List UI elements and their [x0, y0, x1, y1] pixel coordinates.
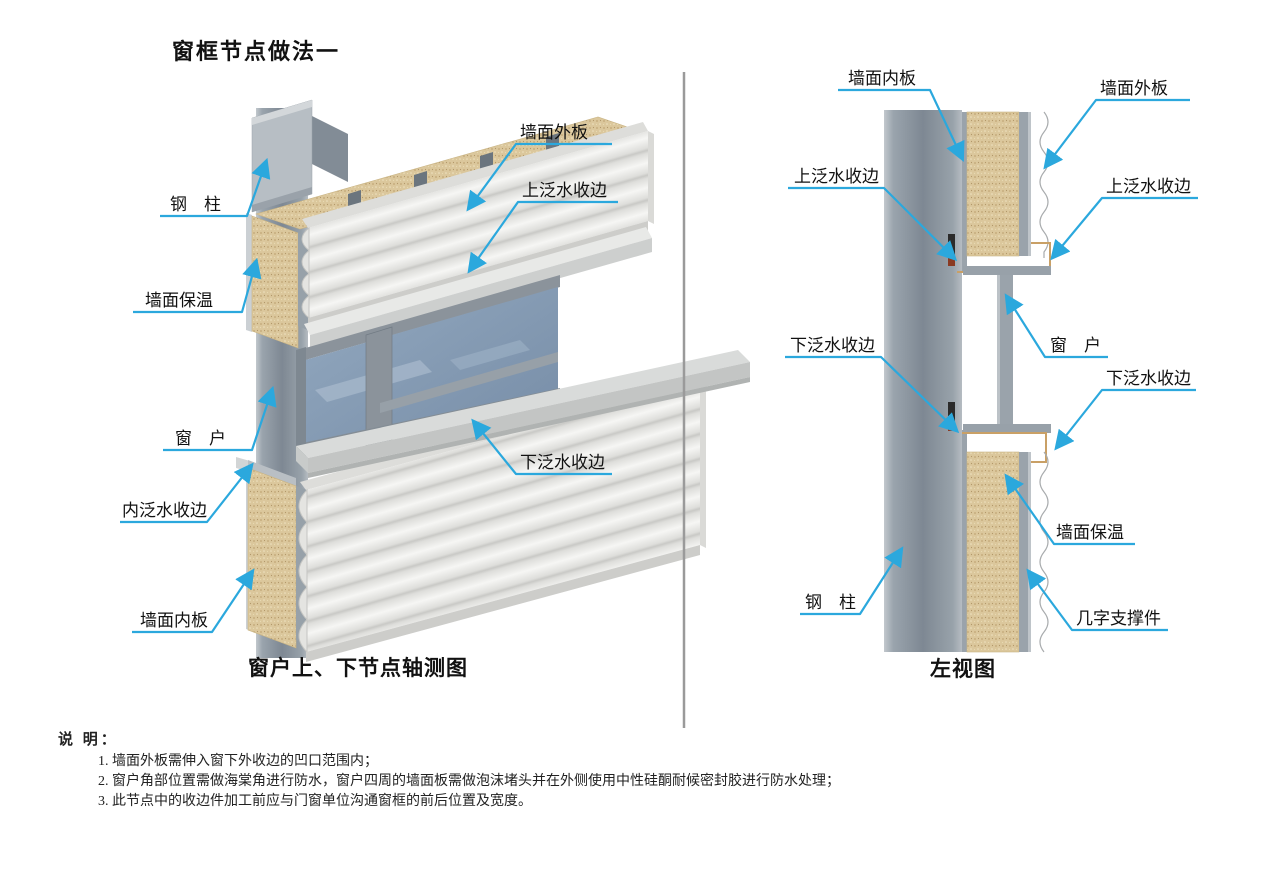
- upper-flashing-3d: [304, 227, 652, 349]
- label-upper-flashing-left: 上泛水收边: [794, 167, 879, 186]
- corrugation-profile: [301, 226, 310, 320]
- label-inner-flashing: 内泛水收边: [122, 501, 207, 520]
- left-leader-lines: [120, 142, 618, 634]
- corrugated-face: [306, 383, 700, 652]
- label-steel-column: 钢 柱: [170, 195, 221, 214]
- caption-side-view: 左视图: [930, 657, 996, 681]
- glass-reflection: [450, 340, 530, 370]
- sill-front: [308, 362, 750, 473]
- side-section-view: 墙面内板 墙面外板 上泛水收边 上泛水收边 下泛水收边 窗 户 下泛水收边 墙面…: [785, 69, 1198, 653]
- flashing-sheet: [304, 227, 652, 335]
- sill-top: [296, 350, 750, 458]
- note-item: 2. 窗户角部位置需做海棠角进行防水，窗户四周的墙面板需做泡沫堵头并在外侧使用中…: [98, 774, 840, 789]
- insulation-cut-face: [251, 215, 299, 349]
- panel-end-cap: [648, 131, 654, 224]
- i-beam-top-cap: [252, 100, 312, 125]
- label-upper-flashing: 上泛水收边: [522, 181, 607, 200]
- clamp: [480, 152, 493, 169]
- label-steel-column: 钢 柱: [805, 593, 856, 612]
- sash-rail: [380, 352, 558, 413]
- flashing-return: [310, 238, 652, 349]
- window-jamb: [296, 347, 306, 461]
- panel-bottom-lip: [306, 545, 700, 662]
- label-lower-flashing-right: 下泛水收边: [1106, 369, 1191, 388]
- panel-end-cap: [700, 383, 706, 548]
- i-beam: [251, 99, 348, 213]
- label-wall-outer-panel: 墙面外板: [1100, 79, 1168, 98]
- upper-wall-section: [948, 111, 1051, 273]
- steel-column-section: [884, 110, 962, 652]
- sill-end: [296, 446, 308, 473]
- lower-wall-section: [948, 402, 1049, 653]
- outer-skin-highlight: [1028, 112, 1031, 256]
- corrugated-face: [308, 131, 648, 318]
- caption-axonometric: 窗户上、下节点轴测图: [248, 656, 468, 680]
- clamp: [414, 171, 427, 188]
- window-frame-highlight: [997, 275, 1000, 424]
- notes-items: 1. 墙面外板需伸入窗下外收边的凹口范围内； 2. 窗户角部位置需做海棠角进行防…: [58, 752, 1208, 812]
- inner-flashing-cap: [248, 460, 296, 486]
- window-head-frame: [963, 266, 1051, 275]
- label-wall-insulation: 墙面保温: [145, 291, 213, 310]
- label-wall-inner-panel: 墙面内板: [848, 69, 916, 88]
- label-wall-insulation: 墙面保温: [1056, 523, 1124, 542]
- panel-top-strip: [302, 122, 648, 228]
- panel-clamps: [348, 133, 559, 207]
- insulation-core: [966, 111, 1020, 257]
- inner-skin: [962, 430, 967, 652]
- axonometric-view: 钢 柱 墙面保温 窗 户 内泛水收边 墙面内板 墙面外板 上泛水收边 下泛水收边: [120, 99, 750, 662]
- label-lower-flashing-left: 下泛水收边: [790, 336, 875, 355]
- window-sill-frame: [963, 424, 1051, 433]
- corrugation-wave-line: [1039, 111, 1049, 258]
- clamp: [546, 133, 559, 150]
- insulation-cut-face: [247, 467, 297, 649]
- window-section: [963, 266, 1051, 433]
- right-leader-lines: [785, 88, 1198, 632]
- notes-block: 说 明： 1. 墙面外板需伸入窗下外收边的凹口范围内； 2. 窗户角部位置需做海…: [58, 728, 1208, 812]
- label-lower-flashing: 下泛水收边: [520, 453, 605, 472]
- label-wall-inner-panel: 墙面内板: [140, 611, 208, 630]
- i-beam-web: [312, 116, 348, 182]
- clamp: [348, 190, 361, 207]
- inner-skin: [962, 112, 967, 272]
- corrugation-wave-line: [1039, 451, 1049, 653]
- sealant-backer: [948, 402, 955, 422]
- note-item: 3. 此节点中的收边件加工前应与门窗单位沟通窗框的前后位置及宽度。: [98, 794, 532, 809]
- sealant: [948, 257, 955, 266]
- label-upper-flashing-right: 上泛水收边: [1106, 177, 1191, 196]
- label-window: 窗 户: [1050, 336, 1101, 355]
- outer-skin-highlight: [1028, 452, 1031, 652]
- inner-skin-edge: [246, 213, 252, 332]
- sill-shadow: [308, 377, 750, 478]
- i-beam-bottom-edge: [252, 187, 312, 212]
- label-wall-outer-panel: 墙面外板: [520, 123, 588, 142]
- corrugation-profile: [298, 488, 308, 654]
- note-item: 1. 墙面外板需伸入窗下外收边的凹口范围内；: [98, 754, 378, 769]
- label-support-bracket: 几字支撑件: [1076, 609, 1161, 628]
- label-window: 窗 户: [175, 429, 226, 448]
- page-title: 窗框节点做法一: [172, 39, 341, 64]
- sill-flashing-3d: [296, 350, 750, 478]
- notes-heading: 说 明：: [58, 732, 119, 748]
